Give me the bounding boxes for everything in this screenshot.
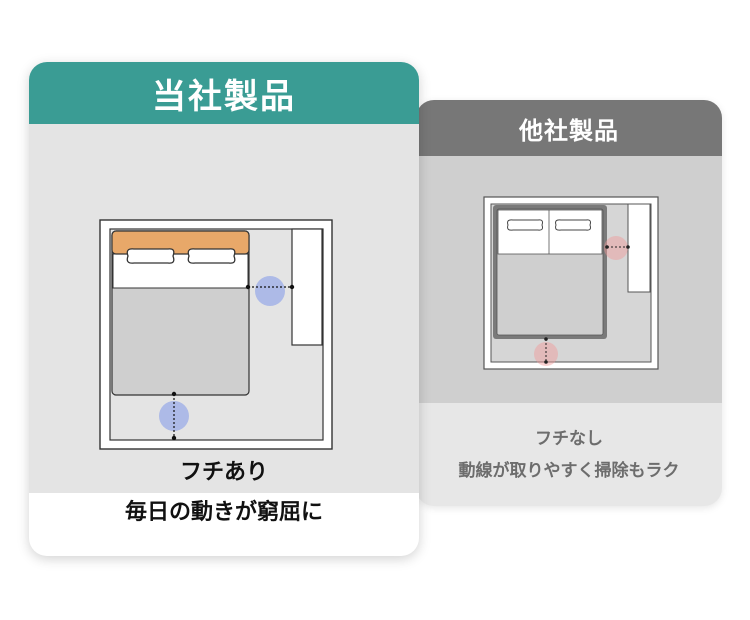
other-product-header: 他社製品 <box>416 100 722 156</box>
tight-gap-marker-foot <box>534 342 558 366</box>
our-product-header: 当社製品 <box>29 62 419 124</box>
our-caption-line2: 毎日の動きが窮屈に <box>124 500 323 525</box>
our-caption-line1: フチあり <box>179 460 268 485</box>
floorplan-ours-svg <box>99 219 333 450</box>
floorplan-other-svg <box>483 196 659 370</box>
our-product-caption: フチあり 毎日の動きが窮屈に <box>29 453 419 533</box>
pillow-left <box>126 248 175 264</box>
our-product-floorplan <box>29 124 419 493</box>
other-product-caption: フチなし 動線が取りやすく掃除もラク <box>416 403 722 506</box>
other-product-title: 他社製品 <box>519 116 619 145</box>
other-caption-line1: フチなし <box>535 428 603 449</box>
other-product-floorplan <box>416 156 722 403</box>
pillow-left <box>507 219 543 231</box>
dresser <box>291 228 323 346</box>
duvet-top <box>497 209 603 255</box>
dresser <box>627 203 651 293</box>
pillow-right <box>187 248 236 264</box>
tight-gap-marker-side <box>604 236 628 260</box>
our-product-card: 当社製品 <box>29 62 419 556</box>
tight-gap-marker-side <box>255 276 285 306</box>
our-product-title: 当社製品 <box>152 76 296 117</box>
other-product-card: 他社製品 フチなし 動線が取りやすく掃除もラク <box>416 100 722 506</box>
other-caption-line2: 動線が取りやすく掃除もラク <box>458 460 680 481</box>
pillow-right <box>555 219 591 231</box>
bed-frame-headboard <box>111 230 250 255</box>
